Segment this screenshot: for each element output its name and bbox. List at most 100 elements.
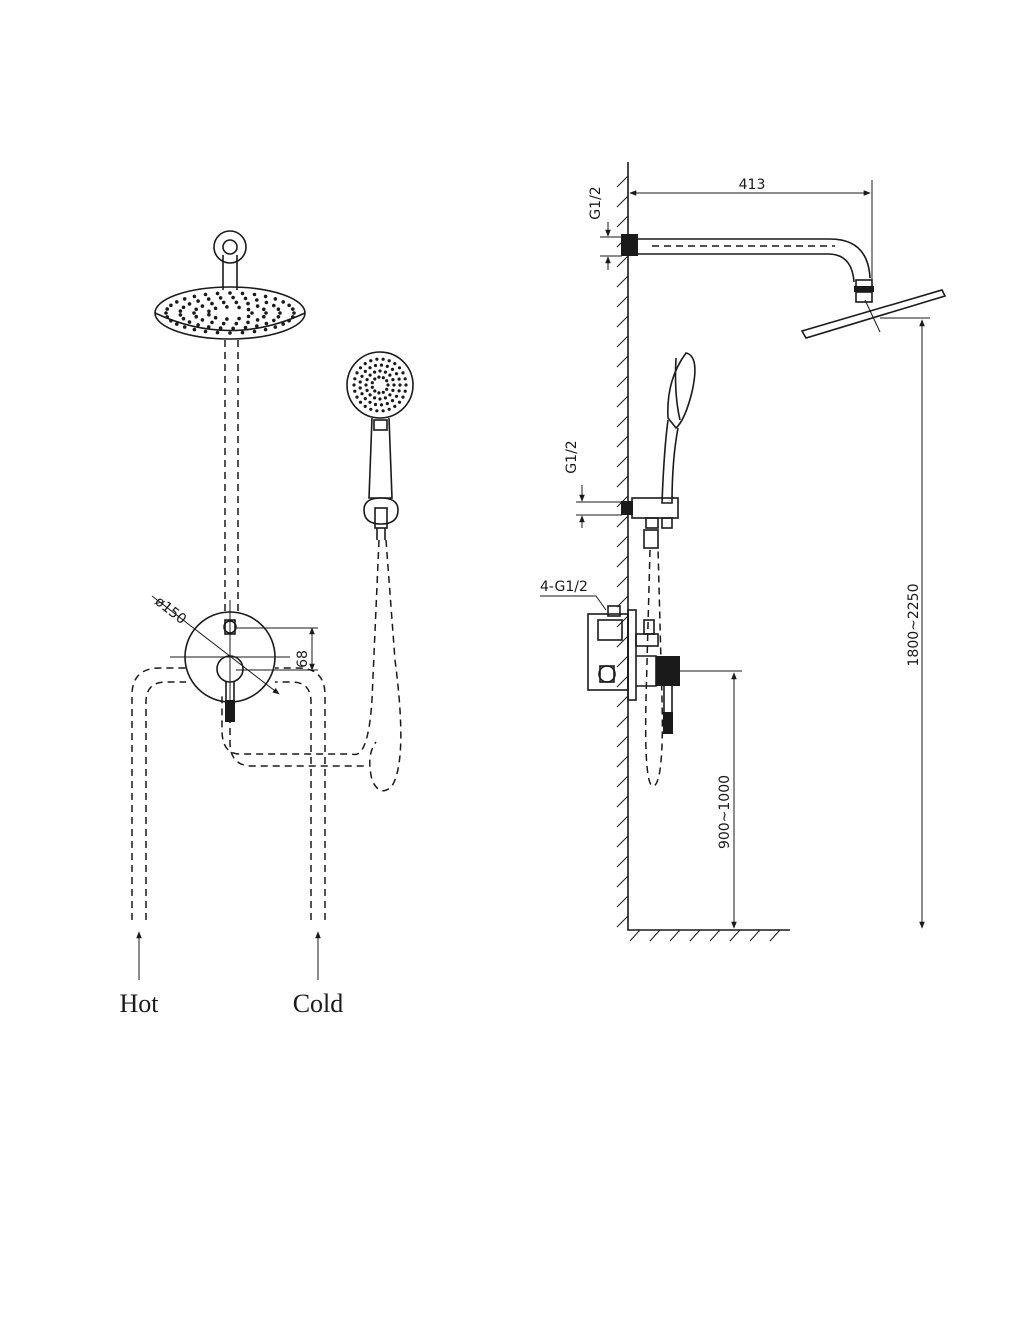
nozzle <box>385 364 389 368</box>
nozzle <box>192 294 197 299</box>
nozzle <box>368 400 372 404</box>
nozzle <box>273 297 278 301</box>
nozzle <box>218 296 223 300</box>
nozzle <box>363 362 367 366</box>
nozzle <box>182 297 187 301</box>
nozzle <box>215 330 220 335</box>
nozzle <box>225 317 229 321</box>
hot-pipe <box>131 667 190 920</box>
nozzle <box>165 315 169 319</box>
nozzle <box>225 305 229 309</box>
nozzle <box>291 315 295 319</box>
nozzle <box>175 300 179 304</box>
nozzle <box>192 311 196 315</box>
nozzle <box>255 304 260 308</box>
nozzle <box>200 304 205 308</box>
nozzle <box>364 383 368 387</box>
nozzle <box>234 300 239 305</box>
nozzle <box>358 366 363 370</box>
nozzle <box>403 389 407 393</box>
nozzle <box>391 378 395 382</box>
nozzle <box>397 377 401 381</box>
pipe-to-overhead <box>224 340 239 612</box>
nozzle <box>363 369 367 373</box>
nozzle <box>401 395 405 399</box>
nozzle <box>243 325 248 330</box>
nozzle <box>215 291 220 296</box>
hot-label: Hot <box>120 989 160 1018</box>
nozzle <box>218 326 223 330</box>
nozzle <box>231 326 235 331</box>
nozzle <box>390 367 395 371</box>
nozzle <box>373 396 377 400</box>
dimension-top-inlet <box>600 222 622 270</box>
nozzle <box>370 381 374 385</box>
nozzle <box>203 329 208 334</box>
nozzle <box>194 307 198 312</box>
nozzle <box>381 390 385 394</box>
nozzle <box>381 376 385 380</box>
nozzle <box>363 404 367 408</box>
nozzle <box>393 362 397 366</box>
nozzle <box>281 300 286 304</box>
nozzle <box>255 318 260 322</box>
nozzle <box>207 309 211 314</box>
nozzle <box>252 329 257 334</box>
nozzle <box>291 307 295 311</box>
nozzle <box>369 407 373 411</box>
nozzle <box>360 374 364 378</box>
nozzle <box>196 323 200 327</box>
nozzle <box>210 301 214 306</box>
nozzle <box>375 409 379 413</box>
dimension-hand-inlet <box>576 485 622 528</box>
nozzle <box>246 301 250 306</box>
inlet-leader <box>540 595 607 611</box>
diameter-label: ø150 <box>152 594 190 628</box>
overhead-shower-head-front <box>154 286 306 340</box>
front-view: Hot Cold ø150 68 <box>120 230 414 1018</box>
nozzle <box>394 372 399 376</box>
nozzle <box>397 366 402 370</box>
nozzle <box>187 320 192 324</box>
nozzle <box>263 294 268 299</box>
nozzle <box>272 303 276 308</box>
nozzle <box>390 399 395 403</box>
nozzle <box>369 359 373 363</box>
nozzle <box>377 391 381 395</box>
nozzle <box>221 321 226 326</box>
nozzle <box>394 394 399 398</box>
hand-inlet-label: G1/2 <box>564 440 580 473</box>
nozzle <box>373 363 378 368</box>
nozzle <box>264 311 268 315</box>
nozzle <box>363 397 367 401</box>
nozzle <box>164 311 168 315</box>
nozzle <box>352 383 356 387</box>
nozzle <box>353 377 357 381</box>
nozzle <box>392 383 396 387</box>
valve-body-side <box>587 605 680 734</box>
nozzle <box>263 327 268 332</box>
hand-shower-side <box>621 352 696 549</box>
nozzle <box>358 380 362 384</box>
nozzle <box>292 311 296 315</box>
nozzle <box>287 303 291 308</box>
nozzle <box>228 331 232 335</box>
head-height-label: 1800~2250 <box>906 584 922 667</box>
nozzle <box>182 325 187 329</box>
dimension-head-height <box>880 317 930 929</box>
nozzle <box>237 305 241 310</box>
nozzle <box>378 397 382 401</box>
nozzle <box>178 313 183 317</box>
nozzle <box>386 383 390 387</box>
nozzle <box>355 371 359 375</box>
nozzle <box>391 388 395 392</box>
dimension-68 <box>236 627 318 671</box>
nozzle <box>287 318 291 323</box>
nozzle <box>360 392 364 396</box>
dimension-413 <box>627 180 873 288</box>
nozzle <box>355 395 359 399</box>
nozzle <box>368 366 372 370</box>
nozzle <box>206 325 211 329</box>
nozzle <box>240 291 245 296</box>
